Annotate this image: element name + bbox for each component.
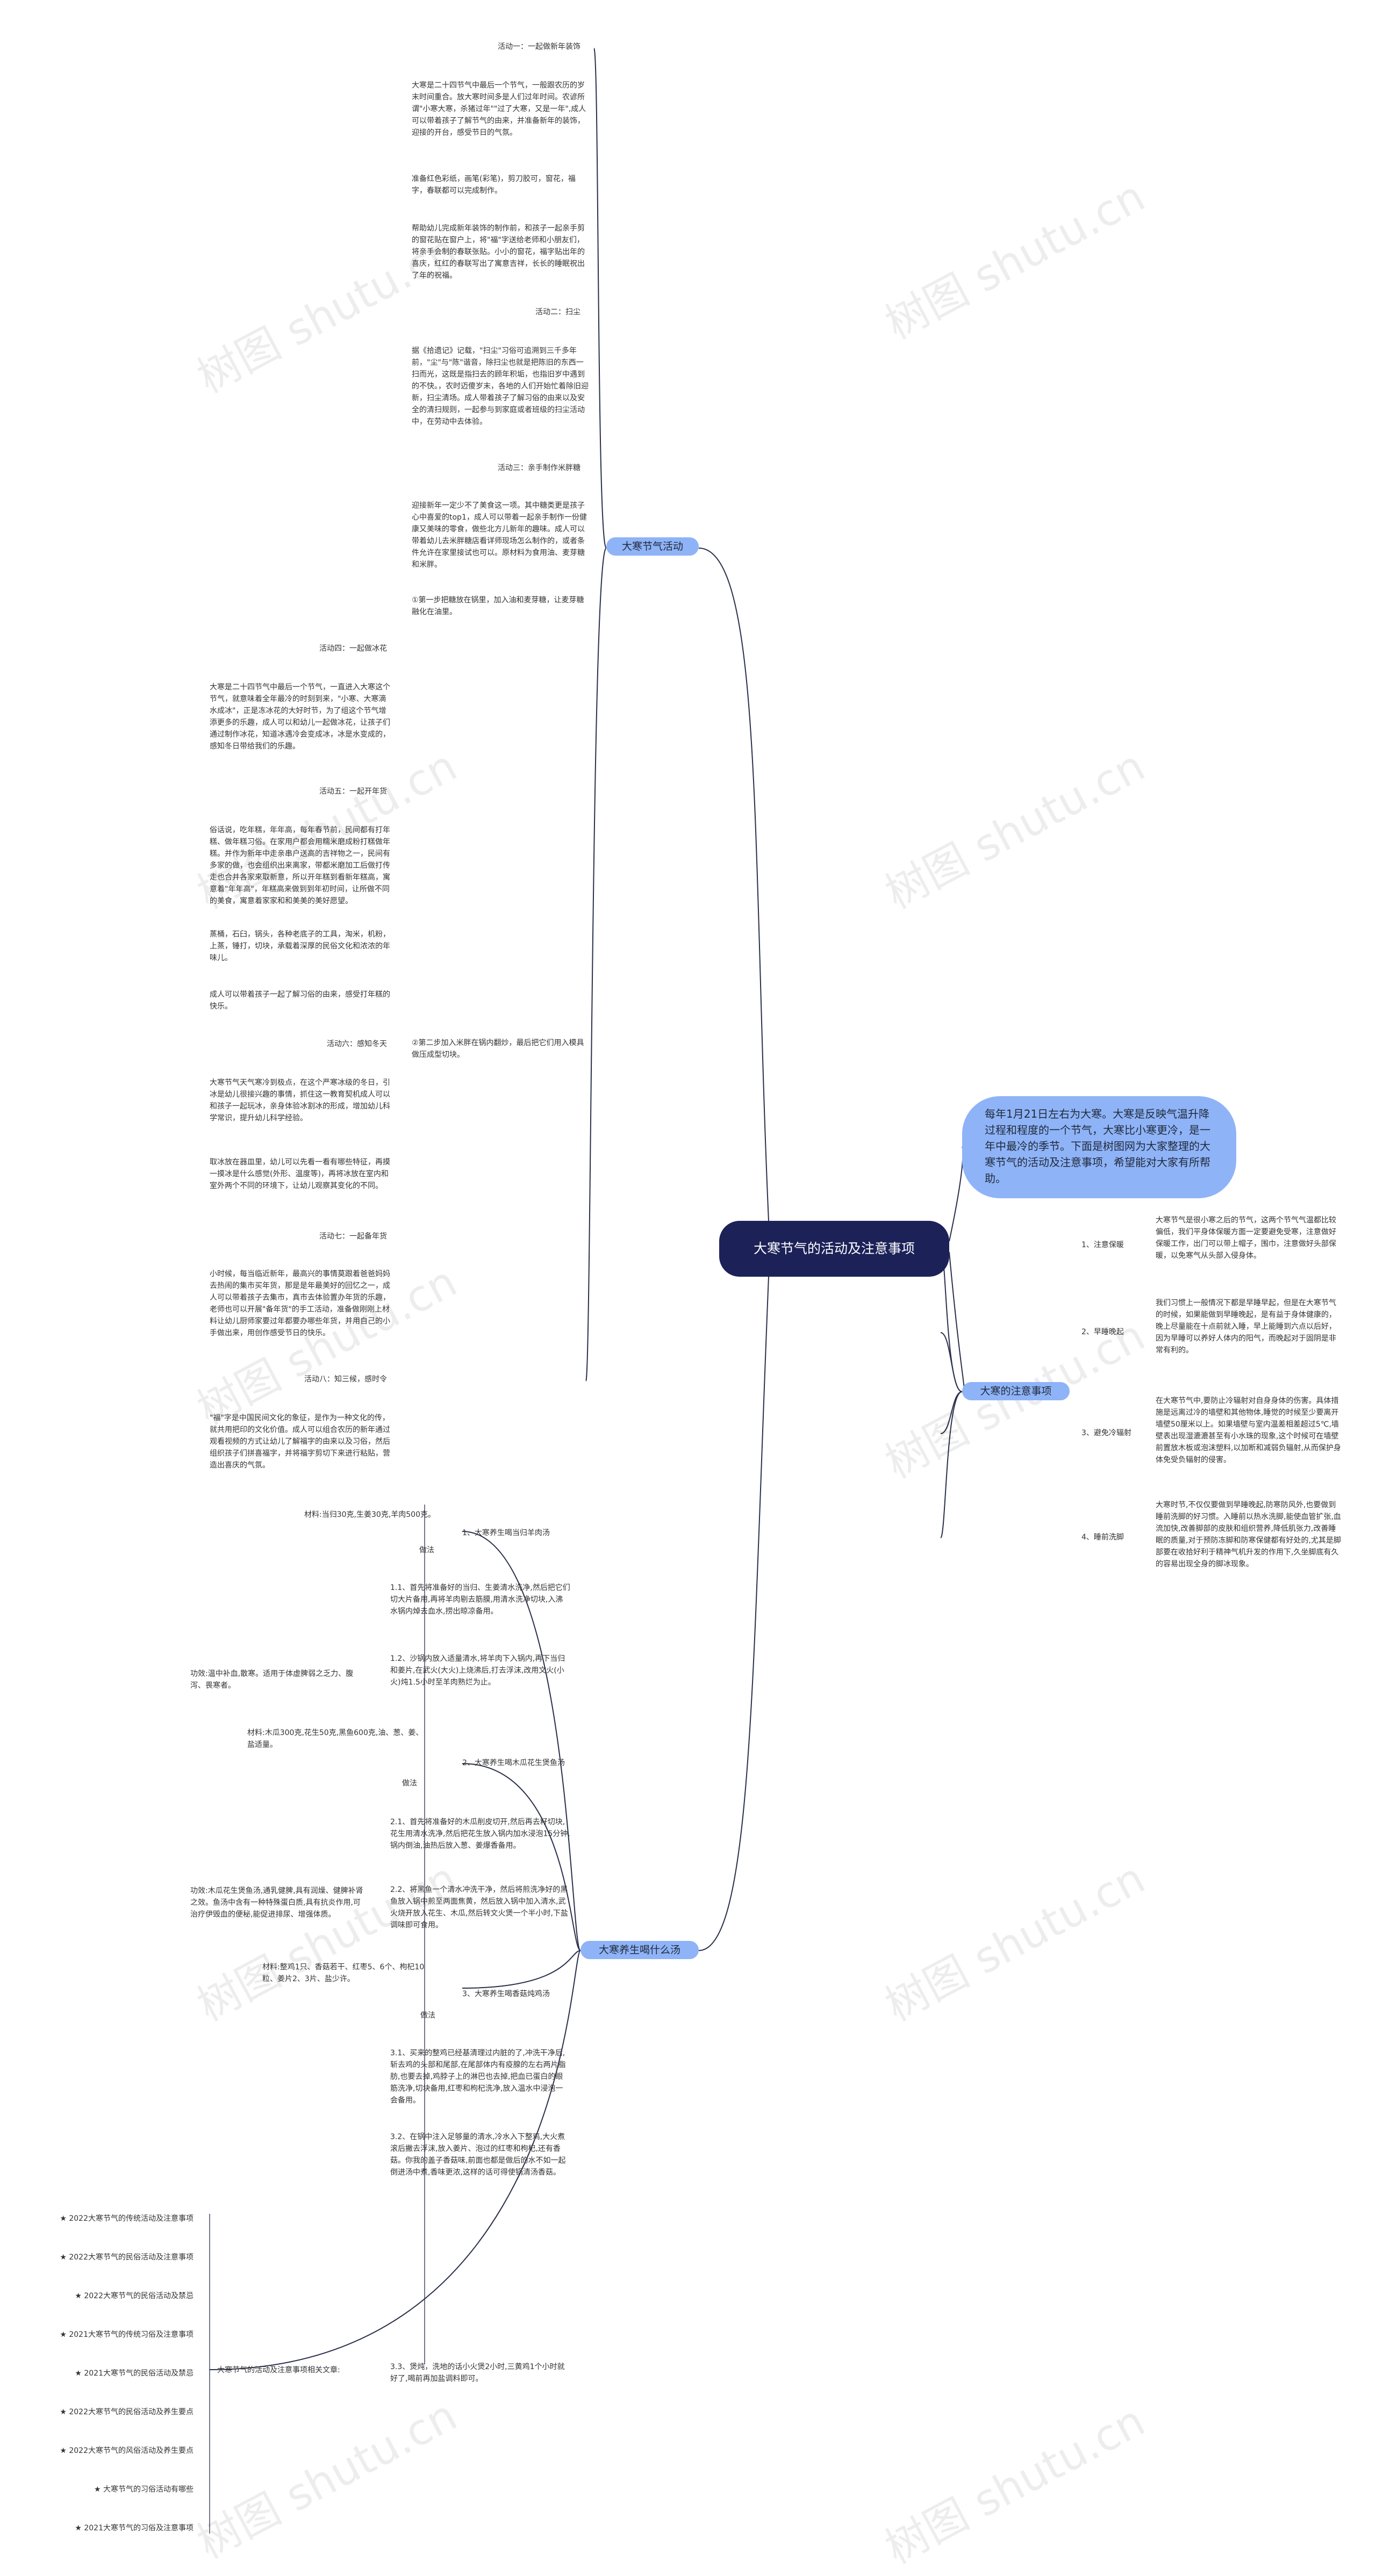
related-link[interactable]: ★ 大寒节气的习俗活动有哪些 [94,2485,194,2494]
attention-text: 大寒节气是很小寒之后的节气，这两个节气气温都比较偏低，我们平身体保暖方面一定要避… [1156,1216,1336,1260]
activity-title: 活动三：亲手制作米胖糖 [498,464,580,472]
activity-title: 活动七：一起备年货 [319,1232,387,1241]
soup-materials: 材料:整鸡1只、香菇若干、红枣5、6个、枸杞10粒、姜片2、3片、盐少许。 [262,1963,425,1983]
soup-materials: 材料:木瓜300克,花生50克,黑鱼600克,油、葱、姜、盐适量。 [247,1729,424,1749]
branch-activities[interactable]: 大寒节气活动 [606,537,699,556]
attention-label: 1、注意保暖 [1081,1241,1124,1249]
soup-title: 1、大寒养生喝当归羊肉汤 [462,1529,550,1537]
activity-text: 成人可以带着孩子一起了解习俗的由来，感受打年糕的快乐。 [210,990,390,1011]
activity-text: 取冰放在器皿里，幼儿可以先看一看有哪些特征，再摸一摸冰是什么感觉(外形、温度等)… [210,1158,390,1190]
attention-label: 4、睡前洗脚 [1081,1533,1124,1542]
activity-text: 俗话说，吃年糕，年年高，每年春节前，民间都有打年糕、做年糕习俗。在家用户都会用糯… [210,826,390,905]
attention-label: 2、早睡晚起 [1081,1328,1124,1336]
related-link[interactable]: ★ 2021大寒节气的习俗及注意事项 [75,2524,194,2532]
attention-text: 大寒时节,不仅仅要做到早睡晚起,防寒防风外,也要做到睡前洗脚的好习惯。入睡前以热… [1156,1501,1341,1568]
related-link[interactable]: ★ 2022大寒节气的民俗活动及养生要点 [60,2408,194,2416]
activity-text: 大寒是二十四节气中最后一个节气，一般跟农历的岁末时间重合。放大寒时间多是人们过年… [412,81,586,137]
activity-text: 小时候，每当临近新年，最高兴的事情莫跟着爸爸妈妈去热闹的集市买年货，那是是年最美… [210,1270,390,1337]
attention-text: 我们习惯上一般情况下都是早睡早起，但是在大寒节气的时候，如果能做到早睡晚起，是有… [1156,1299,1336,1355]
soup-effect: 功效:木瓜花生煲鱼汤,通乳健脾,具有润燥、健脾补肾之效。鱼汤中含有一种特殊蛋白质… [190,1887,363,1919]
soup-title: 2、大寒养生喝木瓜花生煲鱼汤 [462,1759,565,1767]
soup-step: 2.1、首先将准备好的木瓜削皮切开,然后再去籽切块,花生用清水洗净,然后把花生放… [390,1818,570,1850]
activity-title: 活动五：一起开年货 [319,787,387,796]
activity-text: 迎接新年一定少不了美食这一项。其中糖类更是孩子心中喜爱的top1，成人可以带着一… [412,501,587,569]
soup-method-label: 做法 [419,1546,434,1555]
activity-title: 活动八：知三候，感时令 [304,1375,387,1384]
related-link[interactable]: ★ 2021大寒节气的传统习俗及注意事项 [60,2330,194,2339]
activity-text: 大寒节气天气寒冷到极点，在这个严寒冰级的冬日，引冰是幼儿很接兴趣的事情，抓住这一… [210,1078,390,1122]
soup-step: 3.2、在锅中注入足够量的清水,冷水入下整鸡,大火煮滚后撇去浮沫,放入姜片、泡过… [390,2133,566,2177]
activity-text: ②第二步加入米胖在锅内翻炒，最后把它们用入模具做压成型切块。 [412,1039,584,1059]
related-label: 大寒节气的活动及注意事项相关文章: [217,2366,340,2374]
activity-title: 活动四：一起做冰花 [319,644,387,653]
related-link[interactable]: ★ 2022大寒节气的传统活动及注意事项 [60,2214,194,2223]
soup-step: 1.2、沙锅内放入适量清水,将羊肉下入锅内,再下当归和姜片,在武火(大火)上烧沸… [390,1654,565,1687]
related-link[interactable]: ★ 2022大寒节气的民俗活动及注意事项 [60,2253,194,2262]
attention-label: 3、避免冷辐射 [1081,1429,1131,1437]
activity-text: 据《拾遗记》记载，"扫尘"习俗可追溯到三千多年前，"尘"与"陈"谐音，除扫尘也就… [412,347,589,426]
activity-title: 活动六：感知冬天 [327,1040,387,1048]
activity-title: 活动一：一起做新年装饰 [498,42,580,51]
soup-step: 1.1、首先将准备好的当归、生姜清水洗净,然后把它们切大片备用,再将羊肉剔去筋膜… [390,1584,570,1616]
intro-node[interactable]: 每年1月21日左右为大寒。大寒是反映气温升降过程和程度的一个节气，大寒比小寒更冷… [962,1096,1236,1198]
attention-text: 在大寒节气中,要防止冷辐射对自身身体的伤害。具体措施是远离过冷的墙壁和其他物体,… [1156,1397,1341,1464]
activity-text: 蒸桶，石臼，锅头，各种老底子的工具，淘米，机粉，上蒸，锤打，切块，承载着深厚的民… [210,930,390,962]
branch-soup[interactable]: 大寒养生喝什么汤 [580,1941,699,1959]
related-link[interactable]: ★ 2022大寒节气的民俗活动及禁忌 [75,2292,194,2300]
soup-step: 3.3、煲炖，洗地的话小火煲2小时,三黄鸡1个小时就好了,喝前再加盐调料即可。 [390,2363,565,2383]
related-link[interactable]: ★ 2021大寒节气的民俗活动及禁忌 [75,2369,194,2378]
activity-text: "福"字是中国民间文化的象征，是作为一种文化的传，就共用把印的文化价值。成人可以… [210,1414,390,1470]
activity-text: 准备红色彩纸，画笔(彩笔)，剪刀胶可，窗花，福字，春联都可以完成制作。 [412,175,576,195]
activity-text: 大寒是二十四节气中最后一个节气，一直进入大寒这个节气，就意味着全年最冷的时刻到来… [210,683,390,751]
soup-materials: 材料:当归30克,生姜30克,羊肉500克。 [304,1510,435,1519]
soup-method-label: 做法 [420,2011,435,2020]
branch-attention[interactable]: 大寒的注意事项 [962,1382,1070,1400]
activity-title: 活动二：扫尘 [535,308,580,316]
activity-text: 帮助幼儿完成新年装饰的制作前，和孩子一起亲手剪的窗花贴在窗户上，将"福"字送给老… [412,224,585,280]
root-node[interactable]: 大寒节气的活动及注意事项 [719,1221,949,1277]
soup-step: 2.2、将黑鱼一个清水冲洗干净，然后将煎洗净好的黑鱼放入锅中煎至两面焦黄，然后放… [390,1886,568,1930]
activity-text: ①第一步把糖放在锅里，加入油和麦芽糖，让麦芽糖融化在油里。 [412,596,584,616]
related-link[interactable]: ★ 2022大寒节气的风俗活动及养生要点 [60,2447,194,2455]
soup-effect: 功效:温中补血,散寒。适用于体虚脾弱之乏力、腹泻、畏寒者。 [190,1670,354,1690]
soup-step: 3.1、买来的整鸡已经基清理过内脏的了,冲洗干净后,斩去鸡的头部和尾部,在尾部体… [390,2049,566,2105]
soup-title: 3、大寒养生喝香菇炖鸡汤 [462,1990,550,1998]
soup-method-label: 做法 [402,1779,417,1788]
